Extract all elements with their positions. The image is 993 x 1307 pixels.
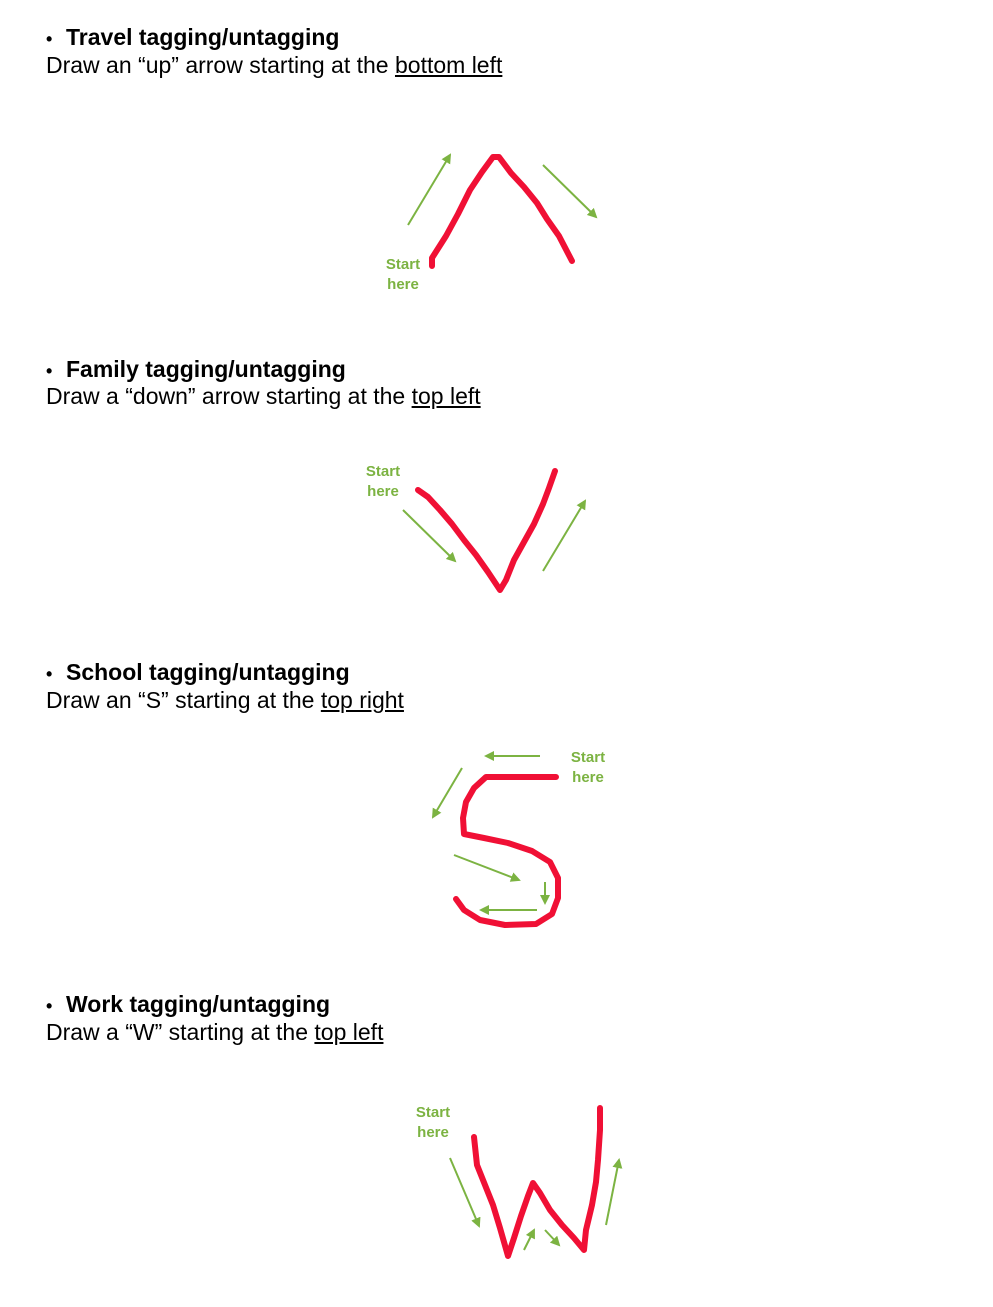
section-instruction: Draw an “up” arrow starting at the botto… [46, 51, 502, 79]
guide-arrow [402, 509, 457, 563]
section-family: • Family tagging/untagging Draw a “down” … [0, 0, 993, 640]
bullet: • [46, 664, 53, 684]
section-school: • School tagging/untagging Draw an “S” st… [46, 658, 618, 928]
gesture-stroke [429, 154, 575, 269]
section-title-text: Travel tagging/untagging [66, 24, 340, 50]
section-title-text: Family tagging/untagging [66, 356, 346, 382]
guide-arrow [431, 767, 463, 819]
instruction-text: Draw a “down” arrow starting at the [46, 383, 406, 409]
guide-arrow [449, 1157, 481, 1228]
gesture-s-shape [431, 751, 561, 928]
start-label-line: Start [385, 256, 421, 273]
guide-arrow [407, 153, 452, 226]
section-title: • Family tagging/untagging [46, 355, 346, 385]
start-here-label: Start here [373, 255, 433, 295]
section-instruction: Draw a “W” starting at the top left [46, 1018, 383, 1046]
section-instruction: Draw a “down” arrow starting at the top … [46, 382, 481, 410]
start-label-line: here [367, 483, 399, 500]
section-title: • Travel tagging/untagging [46, 23, 339, 53]
guide-arrow [605, 1158, 623, 1226]
section-travel: • Travel tagging/untagging Draw an “up” a… [0, 0, 993, 330]
guide-arrow [542, 164, 598, 219]
instruction-location: bottom left [394, 52, 503, 78]
start-label-line: Start [415, 1104, 451, 1121]
section-title-text: Work tagging/untagging [66, 991, 331, 1017]
start-label-line: here [387, 276, 419, 293]
bullet: • [46, 361, 53, 381]
start-here-label: Start here [403, 1103, 463, 1143]
section-title: • Work tagging/untagging [46, 990, 330, 1020]
instruction-location: top right [320, 687, 404, 713]
start-here-label: Start here [558, 748, 618, 788]
section-title: • School tagging/untagging [46, 658, 350, 688]
gesture-down-arrow [402, 468, 587, 593]
section-title-text: School tagging/untagging [66, 659, 350, 685]
instruction-text: Draw an “up” arrow starting at the [46, 52, 389, 78]
gesture-stroke [415, 468, 558, 593]
gesture-stroke [471, 1105, 603, 1259]
gesture-stroke [453, 774, 561, 928]
bullet: • [46, 996, 53, 1016]
instruction-location: top left [411, 383, 481, 409]
section-instruction: Draw an “S” starting at the top right [46, 686, 404, 714]
bullet: • [46, 29, 53, 49]
start-label-line: Start [365, 463, 401, 480]
guide-arrow [542, 499, 587, 572]
instruction-text: Draw an “S” starting at the [46, 687, 315, 713]
start-label-line: Start [570, 749, 606, 766]
guide-arrow [523, 1228, 535, 1251]
gesture-up-arrow [407, 153, 598, 269]
start-label-line: here [572, 769, 604, 786]
guide-arrow [544, 1229, 561, 1247]
instruction-text: Draw a “W” starting at the [46, 1019, 309, 1045]
instruction-location: top left [314, 1019, 384, 1045]
guide-arrow [453, 854, 521, 882]
start-label-line: here [417, 1124, 449, 1141]
start-here-label: Start here [353, 462, 413, 502]
